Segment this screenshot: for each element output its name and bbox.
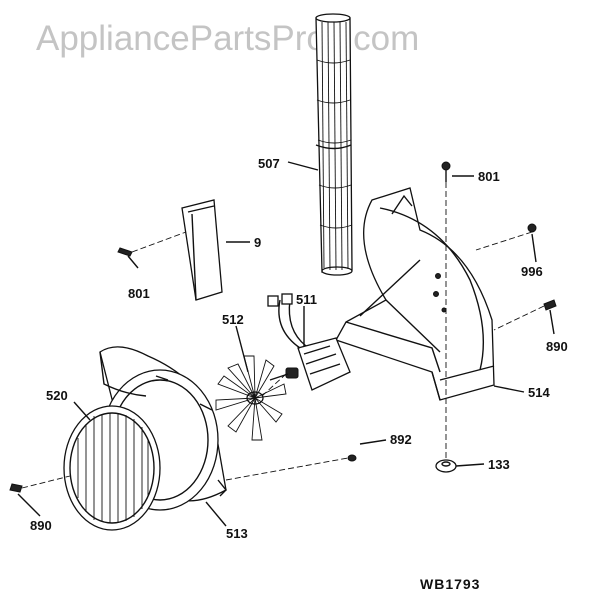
callout-513: 513 (226, 526, 248, 541)
fan-blade-part-512 (215, 355, 287, 441)
callout-520: 520 (46, 388, 68, 403)
screw-890-right (543, 299, 557, 311)
duct-panel-part-9 (181, 199, 223, 301)
callout-890-right: 890 (546, 339, 568, 354)
clip-892 (347, 454, 357, 462)
fan-motor-part-511 (267, 293, 351, 391)
front-grille-part-520 (63, 405, 161, 531)
callout-801-left: 801 (128, 286, 150, 301)
screw-801-left (117, 247, 133, 257)
motor-mount-bracket-part-514 (335, 187, 495, 401)
screw-801-top (441, 161, 451, 182)
blower-wheel-part-507 (315, 13, 353, 276)
callout-514: 514 (528, 385, 550, 400)
callout-133: 133 (488, 457, 510, 472)
document-id: WB1793 (420, 576, 480, 592)
callout-507: 507 (258, 156, 280, 171)
washer-133 (435, 459, 457, 473)
callout-801-top: 801 (478, 169, 500, 184)
callout-892: 892 (390, 432, 412, 447)
callout-996: 996 (521, 264, 543, 279)
callout-leader-lines (17, 161, 555, 527)
callout-890-left: 890 (30, 518, 52, 533)
screw-890-left (9, 483, 23, 493)
callout-512: 512 (222, 312, 244, 327)
watermark: AppliancePartsPros.com (36, 19, 419, 58)
nut-996 (527, 223, 537, 233)
callout-511: 511 (296, 292, 317, 307)
assembly-guide-lines (21, 182, 545, 489)
callout-9: 9 (254, 235, 261, 250)
